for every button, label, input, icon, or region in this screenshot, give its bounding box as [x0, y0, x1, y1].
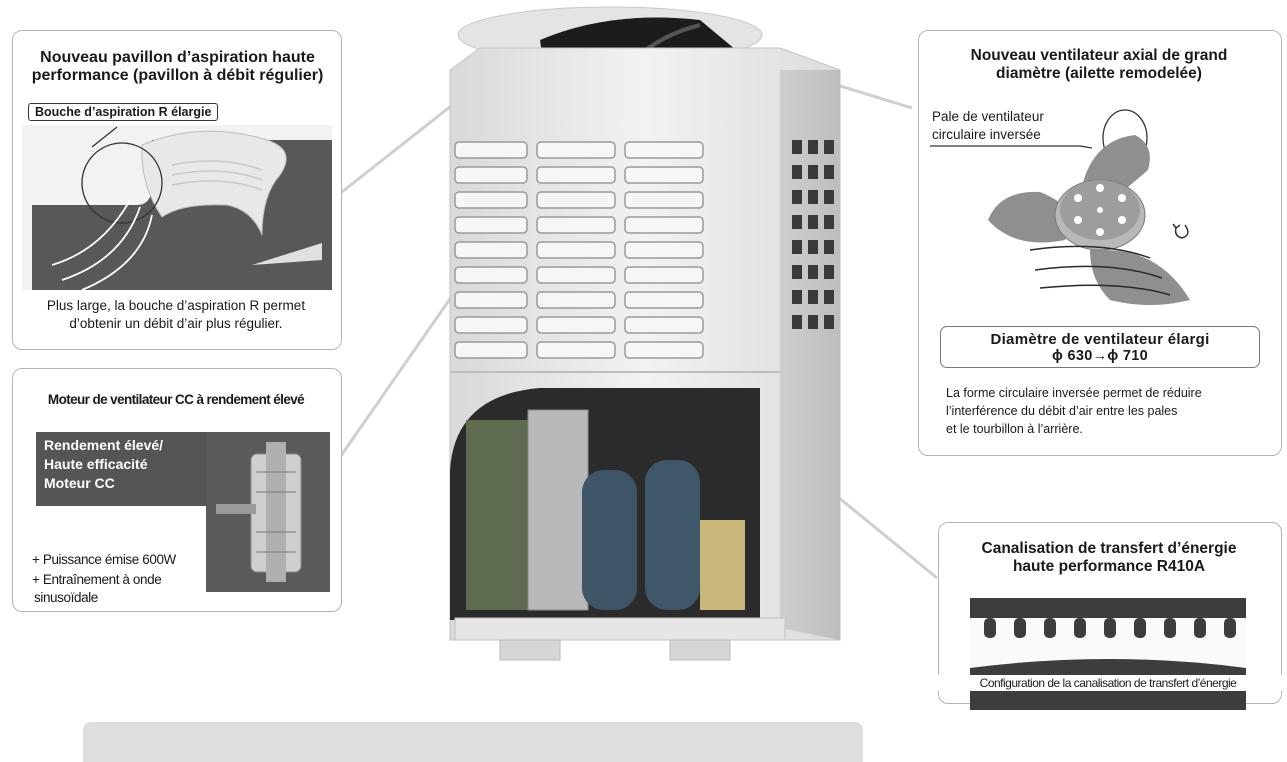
- dc-motor-photo: [206, 432, 330, 592]
- dc-motor-spec-power: + Puissance émise 600W: [32, 552, 176, 567]
- intake-bell-caption: Plus large, la bouche d’aspiration R per…: [46, 298, 306, 332]
- fan-diameter-box: Diamètre de ventilateur élargi ϕ 630→ϕ 7…: [940, 326, 1260, 368]
- intake-bell-title: Nouveau pavillon d’aspiration haute perf…: [31, 49, 324, 85]
- outdoor-unit-illustration: [449, 6, 841, 661]
- fan-blade-label: Pale de ventilateur circulaire inversée: [932, 109, 1044, 142]
- axial-fan-illustration: [930, 109, 1190, 305]
- dc-motor-spec-drive: + Entraînement à onde sinusoïdale: [32, 572, 162, 606]
- fan-description: La forme circulaire inversée permet de r…: [946, 386, 1202, 437]
- airflow-arrows-icon: [1029, 245, 1171, 296]
- airflow-arrows-icon: [51, 199, 153, 290]
- swirl-arrow-icon: [1172, 223, 1189, 239]
- dc-motor-title: Moteur de ventilateur CC à rendement éle…: [47, 392, 305, 407]
- heat-pipe-photo: [970, 598, 1246, 710]
- dc-motor-badge: Rendement élevé/ Haute efficacité Moteur…: [36, 432, 211, 506]
- heat-pipe-title: Canalisation de transfert d’énergie haut…: [981, 540, 1237, 575]
- axial-fan-title: Nouveau ventilateur axial de grand diamè…: [970, 47, 1228, 82]
- heat-pipe-caption: Configuration de la canalisation de tran…: [926, 675, 1287, 692]
- intake-bell-tag: Bouche d’aspiration R élargie: [28, 103, 219, 121]
- bottom-bar: [83, 722, 863, 762]
- intake-bell-illustration: [22, 125, 332, 290]
